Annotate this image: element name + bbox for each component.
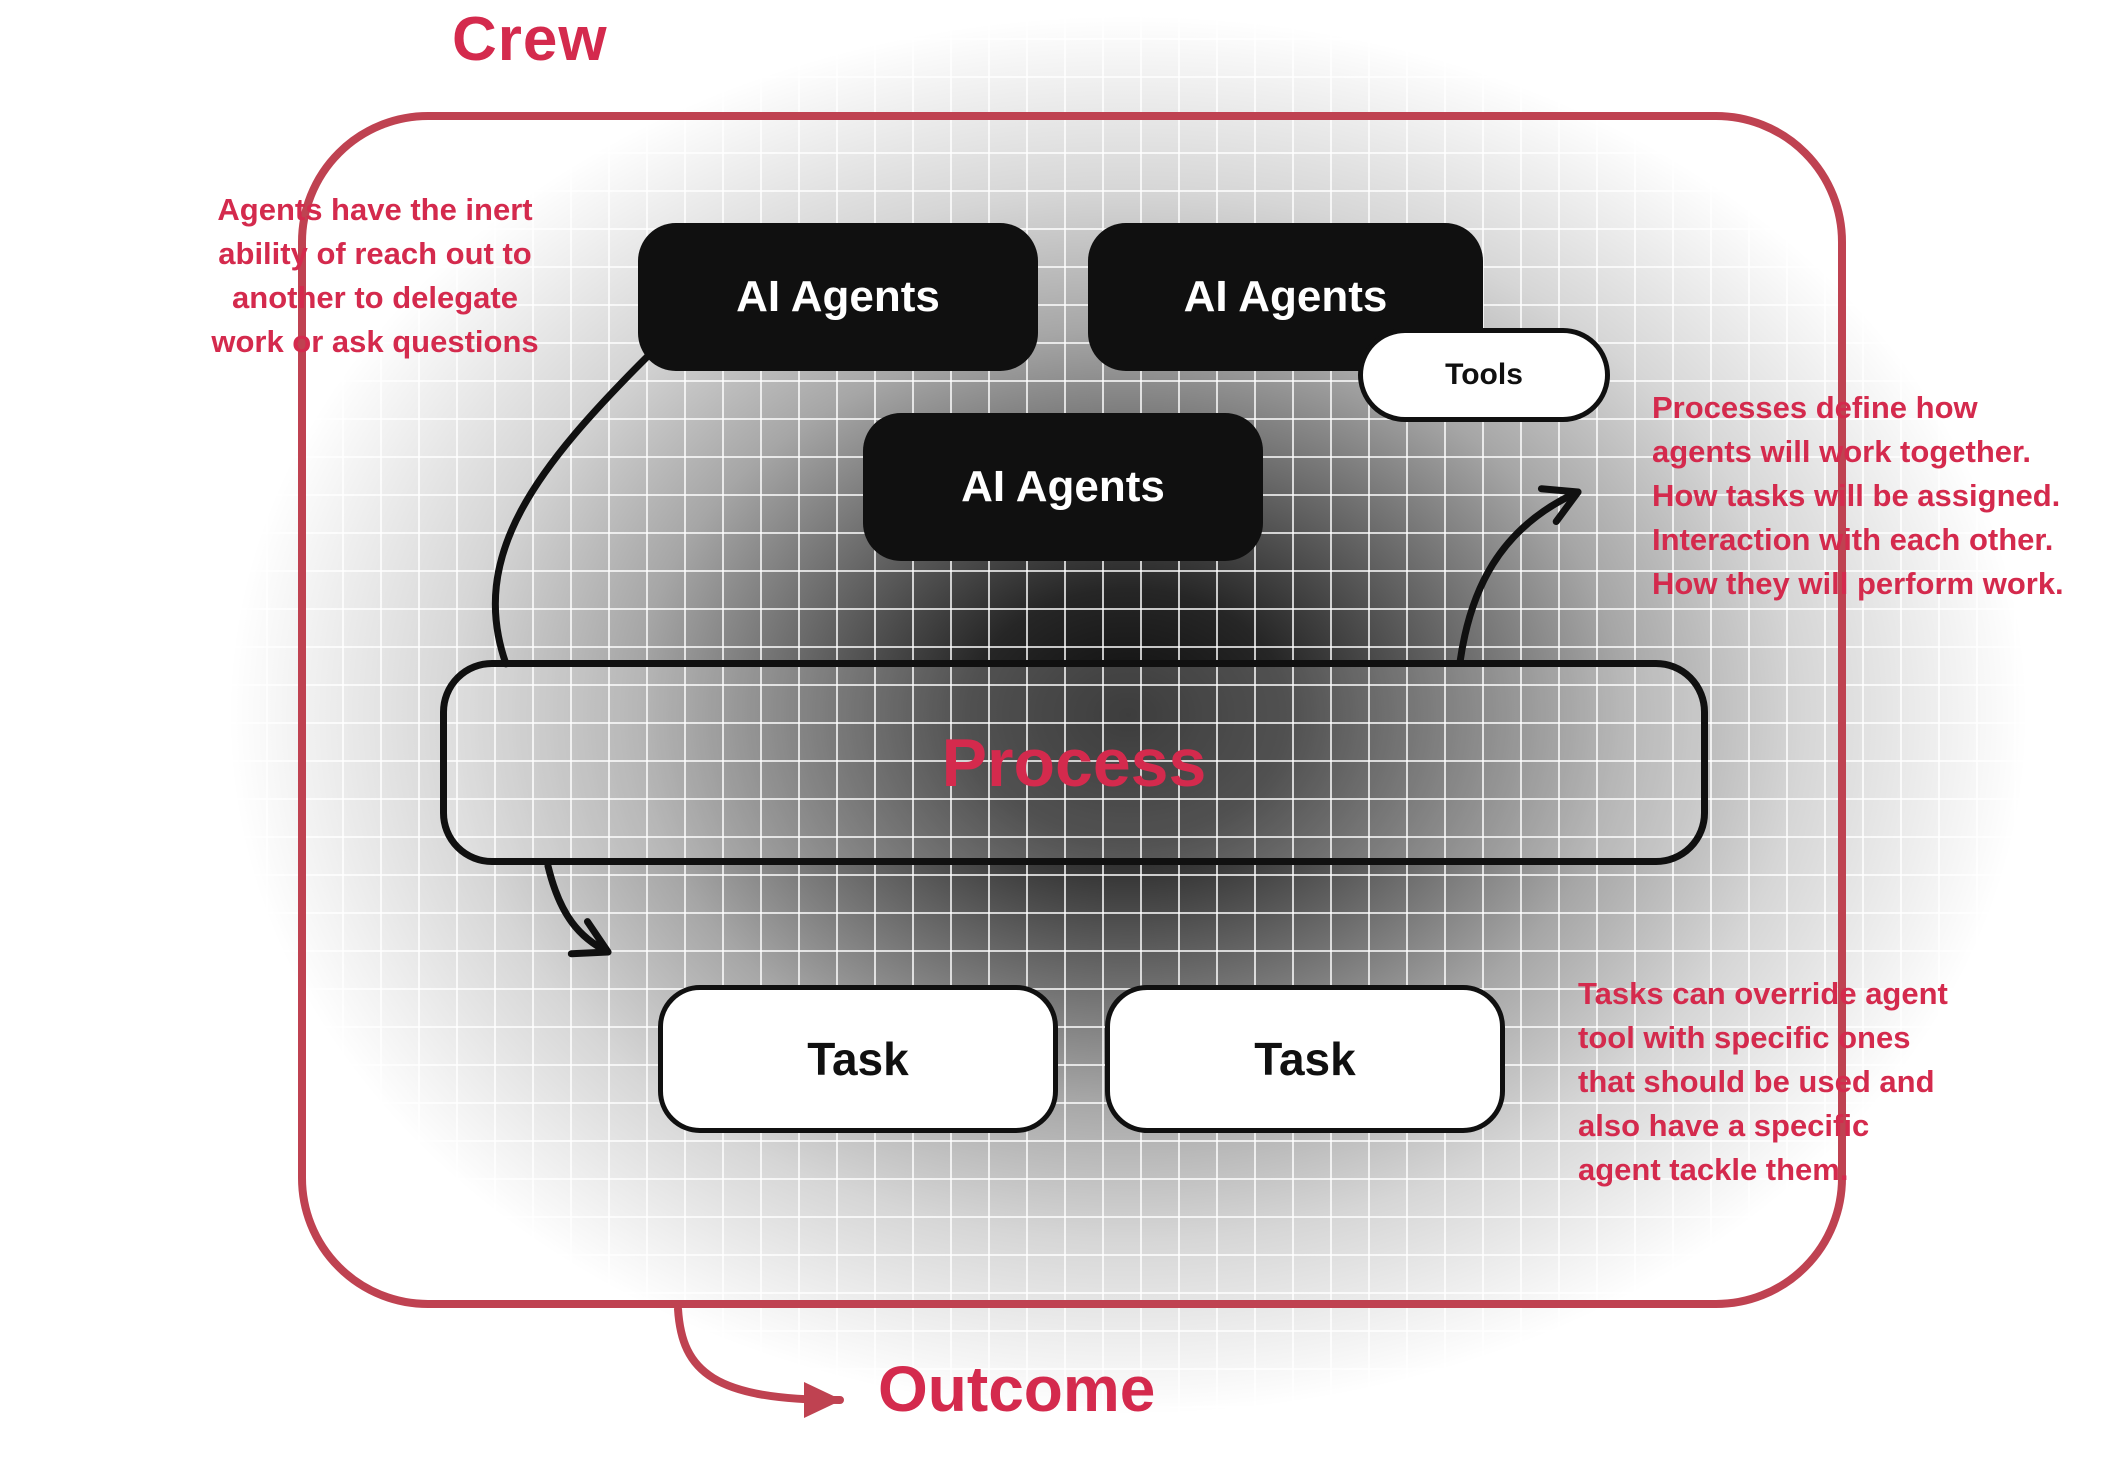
annotation-tasks: Tasks can override agent tool with speci… xyxy=(1578,976,1948,1188)
process-box: Process xyxy=(440,660,1708,865)
ai-agents-label-1: AI Agents xyxy=(736,272,940,321)
annotation-delegation: Agents have the inert ability of reach o… xyxy=(211,192,539,360)
ai-agents-box-2: AI Agents xyxy=(1088,223,1483,371)
ai-agents-box-3: AI Agents xyxy=(863,413,1263,561)
task-label-2: Task xyxy=(1254,1033,1356,1085)
ai-agents-label-3: AI Agents xyxy=(961,462,1165,511)
annotation-process: Processes define how agents will work to… xyxy=(1652,390,2064,602)
outcome-label: Outcome xyxy=(878,1353,1156,1425)
task-box-1: Task xyxy=(658,985,1058,1133)
task-label-1: Task xyxy=(807,1033,909,1085)
tools-label: Tools xyxy=(1445,358,1523,391)
process-label: Process xyxy=(941,724,1207,801)
ai-agents-label-2: AI Agents xyxy=(1183,272,1388,321)
ai-agents-box-1: AI Agents xyxy=(638,223,1038,371)
tools-pill: Tools xyxy=(1358,328,1610,422)
task-box-2: Task xyxy=(1105,985,1505,1133)
crew-title: Crew xyxy=(452,5,608,74)
crew-frame-border xyxy=(298,112,1846,1308)
